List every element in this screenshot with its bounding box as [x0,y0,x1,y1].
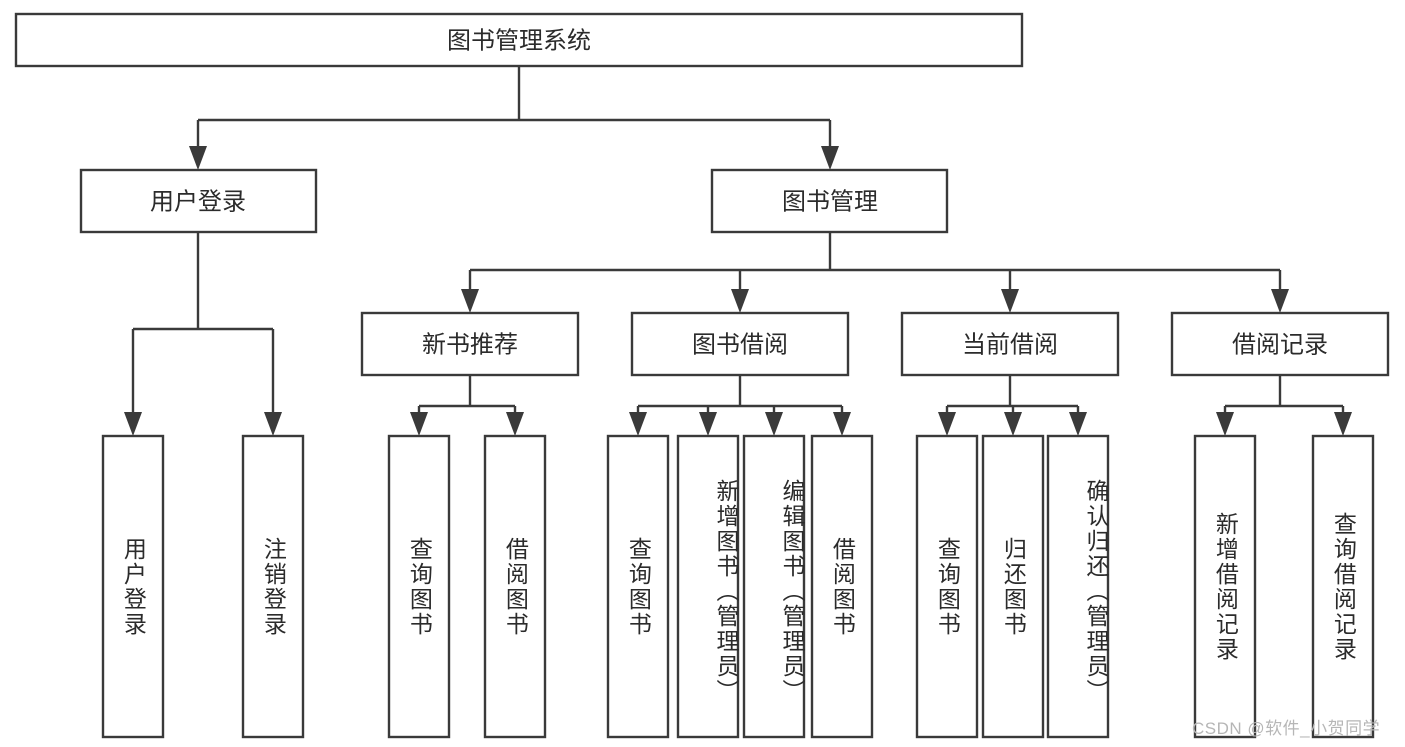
node-leaf-add-book-admin-box[interactable] [676,434,740,739]
arrow-book-manage-to-new-book-recommend [461,289,479,313]
node-new-book-recommend-label: 新书推荐 [422,332,518,359]
arrow-borrow-record-leaf-1 [1216,412,1234,436]
node-root-label: 图书管理系统 [447,28,591,55]
arrow-book-manage-to-current-borrow [1001,289,1019,313]
node-leaf-query-book-cur-box[interactable] [915,434,979,739]
node-leaf-user-logout-box[interactable] [241,434,305,739]
connector-layer [124,66,1352,436]
arrow-new-book-recommend-leaf-2 [506,412,524,436]
node-user-login[interactable]: 用户登录 [79,168,318,234]
node-book-borrow-box[interactable] [630,311,850,377]
arrow-book-manage-to-book-borrow [731,289,749,313]
node-book-manage-box[interactable] [710,168,949,234]
arrow-root-to-user-login [189,146,207,170]
arrow-book-manage-to-borrow-record [1271,289,1289,313]
arrow-book-borrow-leaf-2 [699,412,717,436]
node-book-manage[interactable]: 图书管理 [710,168,949,234]
arrow-user-login-leaf-2 [264,412,282,436]
node-current-borrow[interactable]: 当前借阅 [900,311,1120,377]
node-user-login-box[interactable] [79,168,318,234]
arrow-borrow-record-leaf-2 [1334,412,1352,436]
arrow-current-borrow-leaf-1 [938,412,956,436]
arrow-book-borrow-leaf-3 [765,412,783,436]
node-borrow-record-box[interactable] [1170,311,1390,377]
node-leaf-query-book-brw-box[interactable] [606,434,670,739]
node-root-box[interactable] [14,12,1024,68]
node-current-borrow-label: 当前借阅 [962,332,1058,359]
node-book-manage-label: 图书管理 [782,189,878,216]
node-leaf-return-book-box[interactable] [981,434,1045,739]
node-new-book-recommend[interactable]: 新书推荐 [360,311,580,377]
csdn-watermark: CSDN @软件_小贺同学 [1192,719,1381,738]
node-leaf-query-book-rec-box[interactable] [387,434,451,739]
node-book-borrow-label: 图书借阅 [692,332,788,359]
node-leaf-user-login-box[interactable] [101,434,165,739]
node-leaf-add-borrow-rec-box[interactable] [1193,434,1257,739]
node-borrow-record-label: 借阅记录 [1232,332,1328,359]
node-leaf-edit-book-admin-box[interactable] [742,434,806,739]
node-user-login-label: 用户登录 [150,189,246,216]
node-leaf-borrow-book-rec-box[interactable] [483,434,547,739]
node-leaf-query-borrow-rec-box[interactable] [1311,434,1375,739]
node-book-borrow[interactable]: 图书借阅 [630,311,850,377]
arrow-new-book-recommend-leaf-1 [410,412,428,436]
node-root[interactable]: 图书管理系统 [14,12,1024,68]
arrow-current-borrow-leaf-3 [1069,412,1087,436]
arrow-book-borrow-leaf-4 [833,412,851,436]
node-leaf-borrow-book-brw-box[interactable] [810,434,874,739]
arrow-root-to-book-manage [821,146,839,170]
leaf-layer [101,434,1375,739]
node-new-book-recommend-box[interactable] [360,311,580,377]
arrow-book-borrow-leaf-1 [629,412,647,436]
arrow-user-login-leaf-1 [124,412,142,436]
node-borrow-record[interactable]: 借阅记录 [1170,311,1390,377]
node-leaf-confirm-return-box[interactable] [1046,434,1110,739]
arrow-current-borrow-leaf-2 [1004,412,1022,436]
node-current-borrow-box[interactable] [900,311,1120,377]
